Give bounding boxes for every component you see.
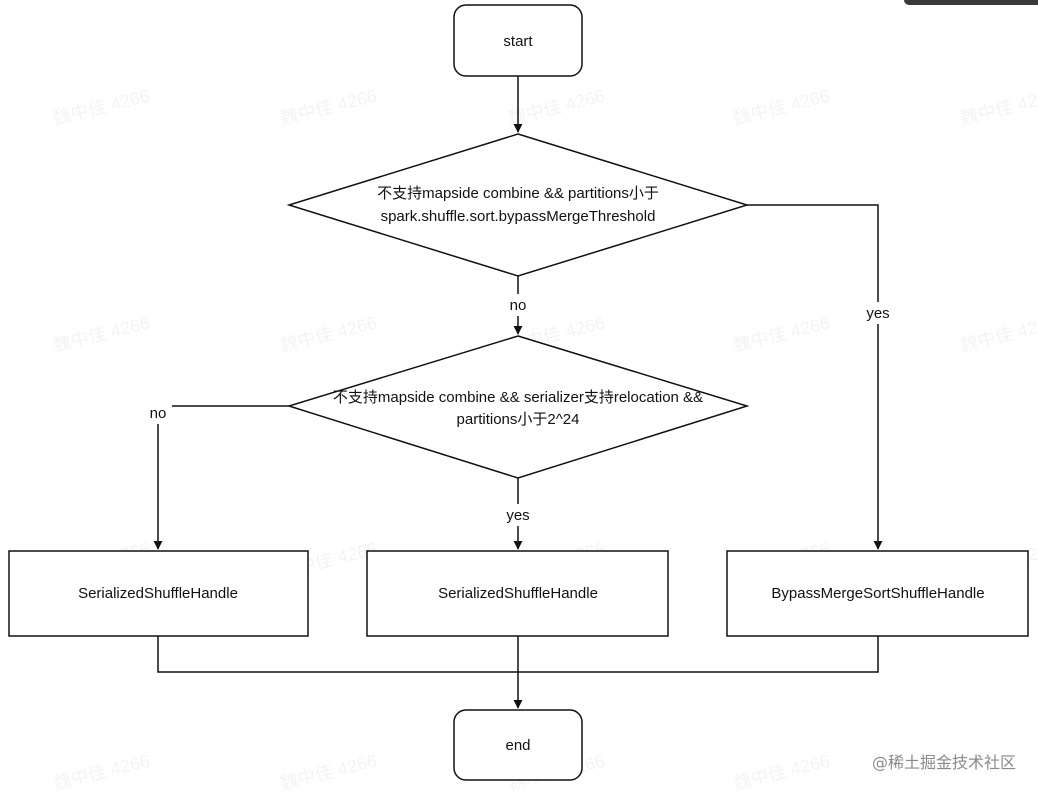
watermark-text: 魏中佳 4266 [958, 86, 1038, 129]
process-box-right-label: BypassMergeSortShuffleHandle [771, 585, 984, 602]
edge-decision1-yes [747, 204, 883, 550]
process-box-right: BypassMergeSortShuffleHandle [726, 550, 1029, 637]
start-label: start [503, 33, 533, 50]
edge-left-to-merge [157, 636, 518, 673]
edge-decision2-no [153, 405, 289, 550]
watermark-text: 魏中佳 4266 [51, 751, 152, 793]
process-box-left: SerializedShuffleHandle [8, 550, 309, 637]
decision2-line2: partitions小于2^24 [457, 411, 580, 428]
window-corner-bar [904, 0, 1038, 5]
watermark-text: 魏中佳 4266 [731, 751, 832, 793]
decision1-line1: 不支持mapside combine && partitions小于 [377, 185, 659, 202]
process-box-left-label: SerializedShuffleHandle [78, 585, 238, 602]
watermark-text: 魏中佳 4266 [278, 86, 379, 129]
watermark-text: 魏中佳 4266 [731, 86, 832, 129]
decision1-line2: spark.shuffle.sort.bypassMergeThreshold [381, 208, 656, 225]
end-node: end [453, 709, 583, 781]
watermark-text: 魏中佳 4266 [731, 313, 832, 356]
start-node: start [453, 4, 583, 77]
decision1-node: 不支持mapside combine && partitions小于 spark… [286, 133, 750, 277]
watermark-text: 魏中佳 4266 [51, 86, 152, 129]
edge-label-d1-yes: yes [866, 305, 889, 322]
edge-label-d2-no: no [150, 405, 167, 422]
decision2-line1: 不支持mapside combine && serializer支持reloca… [333, 389, 703, 406]
edge-labels: no yes no yes [144, 294, 896, 526]
watermark-text: 魏中佳 4266 [958, 313, 1038, 356]
decision2-node: 不支持mapside combine && serializer支持reloca… [286, 335, 750, 479]
end-label: end [505, 737, 530, 754]
edge-label-d2-yes: yes [506, 507, 529, 524]
source-credit: @稀土掘金技术社区 [871, 753, 1016, 772]
process-box-middle-label: SerializedShuffleHandle [438, 585, 598, 602]
edge-label-d1-no: no [510, 297, 527, 314]
watermark-text: 魏中佳 4266 [278, 313, 379, 356]
watermark-text: 魏中佳 4266 [51, 313, 152, 356]
edge-right-to-merge [518, 636, 879, 673]
process-box-middle: SerializedShuffleHandle [366, 550, 669, 637]
watermark-text: 魏中佳 4266 [278, 751, 379, 793]
watermark-text: 魏中佳 4266 [506, 86, 607, 129]
